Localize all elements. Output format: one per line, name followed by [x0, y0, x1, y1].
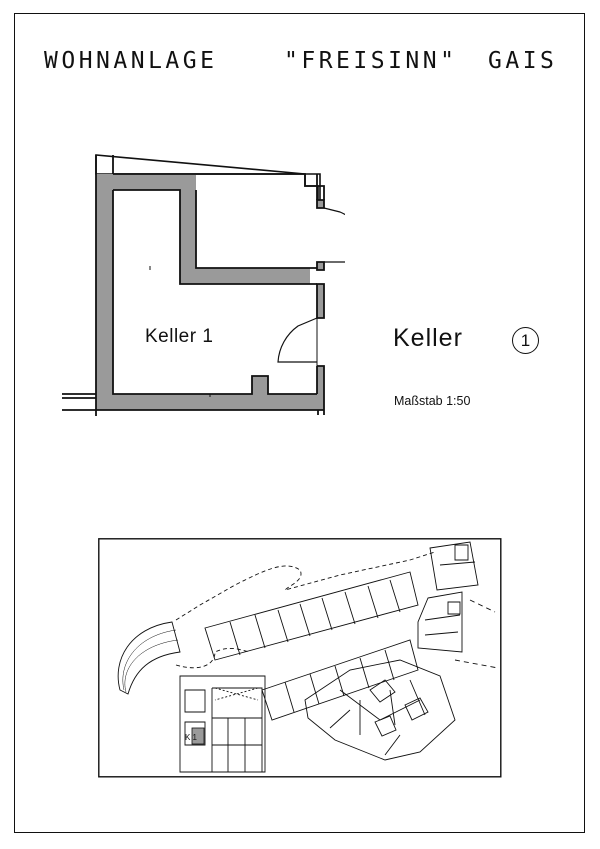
drawing-frame: [14, 13, 585, 833]
keller-1-highlight: [191, 727, 205, 745]
wall-right-stub: [317, 262, 324, 270]
door-lower-swing: [277, 317, 318, 363]
wall-right-low: [317, 366, 324, 396]
site-building-angled: [304, 659, 456, 761]
scale-label: Maßstab 1:50: [394, 394, 471, 408]
title-name: "FREISINN": [284, 48, 458, 74]
site-linework: [117, 541, 499, 773]
walls: [96, 174, 324, 410]
door-upper-swing: [323, 207, 345, 216]
site-building-block: [179, 675, 266, 773]
site-overview-plan: K 1: [98, 538, 502, 778]
plan-number: 1: [520, 330, 531, 350]
site-garage-row-middle: [261, 639, 419, 721]
wall-outlines: [62, 155, 325, 416]
drawing-title: WOHNANLAGE "FREISINN" GAIS: [44, 44, 564, 78]
doors: [277, 207, 345, 366]
title-location: GAIS: [488, 48, 558, 74]
wall-pillar: [252, 376, 268, 396]
site-frame: [98, 538, 502, 778]
wall-top: [96, 174, 196, 190]
site-ramp: [117, 621, 181, 695]
dimension-ticks: [149, 266, 211, 397]
wall-inner-horizontal: [180, 268, 310, 284]
plan-heading: Keller: [393, 324, 463, 352]
wall-right-mid: [317, 284, 324, 318]
title-project: WOHNANLAGE: [44, 48, 218, 74]
wall-inner-vertical: [180, 174, 196, 284]
room-label: Keller 1: [145, 326, 214, 347]
wall-left: [96, 174, 113, 410]
site-garage-row-upper: [204, 571, 419, 661]
keller-1-marker: K 1: [185, 733, 198, 742]
keller-floor-plan: [62, 154, 345, 416]
plan-number-badge: 1: [512, 327, 539, 354]
wall-right-top-stub: [317, 200, 324, 208]
wall-bottom: [96, 394, 324, 410]
